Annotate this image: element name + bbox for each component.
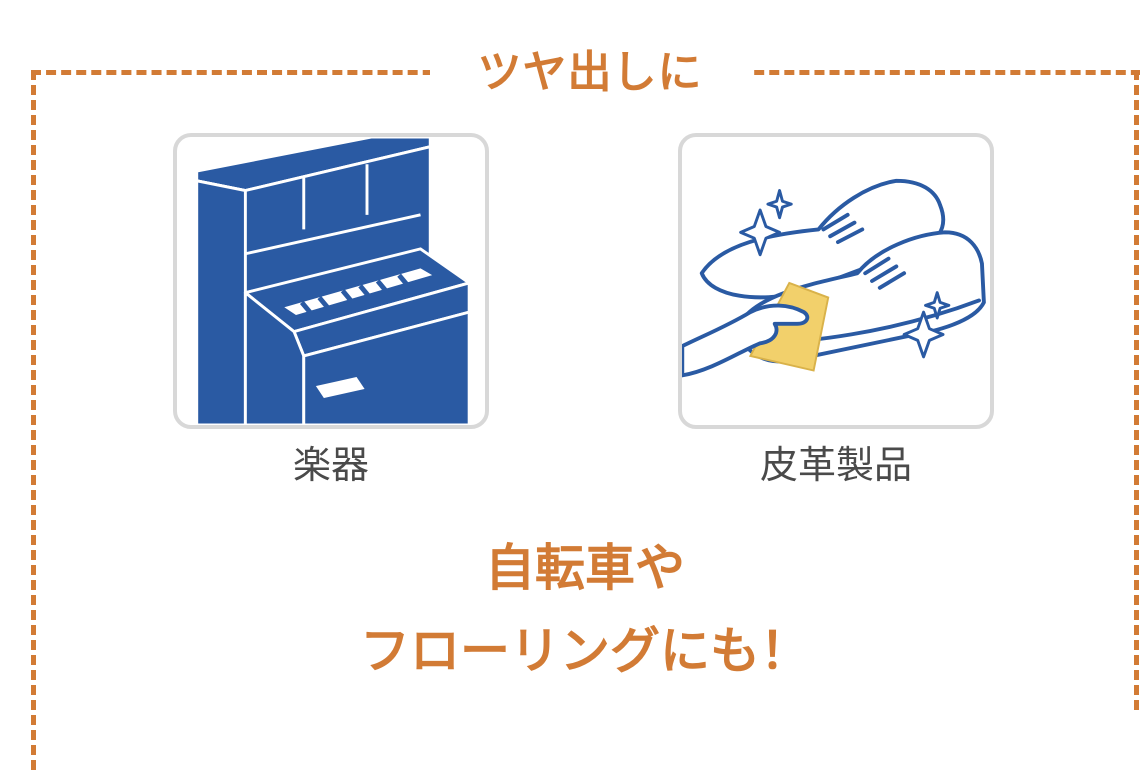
piano-card — [173, 133, 489, 429]
shoes-card — [678, 133, 994, 429]
leather-shoes-icon — [682, 137, 990, 425]
caption-instruments: 楽器 — [292, 443, 369, 487]
tagline-line-1: 自転車や — [485, 539, 685, 597]
caption-leather-goods: 皮革製品 — [759, 443, 912, 487]
section-heading: ツヤ出しに — [430, 45, 750, 101]
piano-icon — [177, 137, 485, 425]
tagline-line-2: フローリングにも！ — [360, 622, 810, 680]
dashed-frame-right — [1134, 70, 1140, 710]
